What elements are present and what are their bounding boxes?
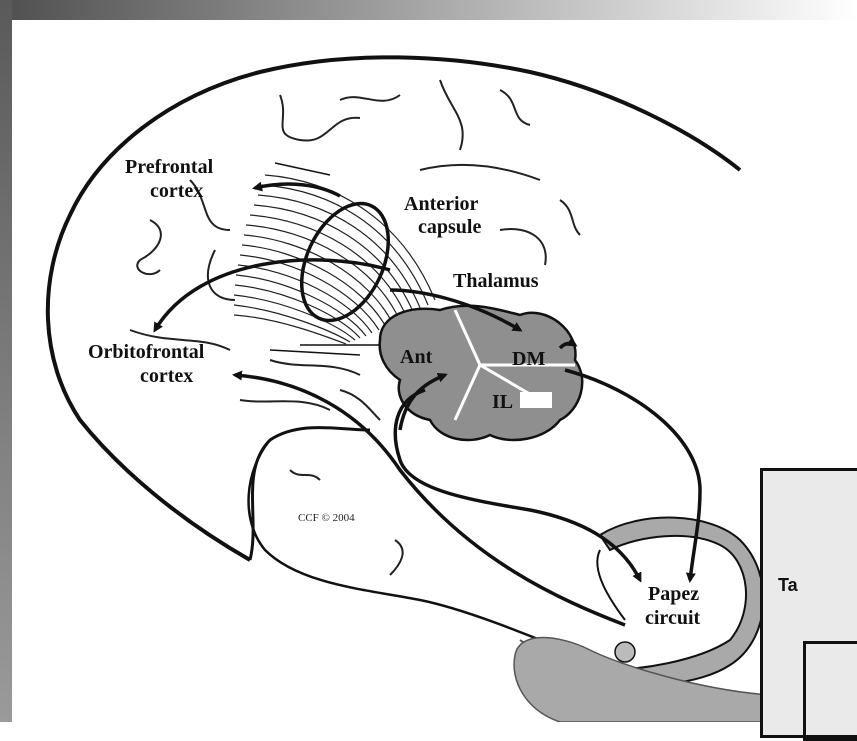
- overlay-panel: Ta: [760, 468, 857, 738]
- label-prefrontal-line2: cortex: [150, 180, 203, 202]
- brain-diagram: Prefrontal cortex Anterior capsule Thala…: [0, 0, 857, 722]
- papez-inner-band: [597, 550, 625, 620]
- label-orbitofrontal-line2: cortex: [140, 365, 193, 387]
- overlay-partial-text: Ta: [778, 575, 798, 596]
- copyright-notice: CCF © 2004: [298, 512, 355, 524]
- frame-left-bar: [0, 0, 12, 722]
- label-dm: DM: [512, 348, 545, 370]
- label-orbitofrontal-line1: Orbitofrontal: [88, 341, 205, 363]
- overlay-inner-box[interactable]: [803, 641, 857, 741]
- slide-frame: Prefrontal cortex Anterior capsule Thala…: [0, 0, 857, 722]
- label-il: IL: [492, 391, 513, 413]
- label-anterior-line1: Anterior: [404, 193, 479, 215]
- arrow-to-orbitofrontal: [155, 260, 390, 330]
- label-papez-line1: Papez: [648, 583, 699, 605]
- label-anterior-line2: capsule: [418, 216, 481, 238]
- label-thalamus: Thalamus: [453, 270, 539, 292]
- thalamus-shape: [380, 306, 583, 440]
- il-occlusion: [520, 392, 552, 408]
- label-papez-line2: circuit: [645, 607, 701, 629]
- label-ant: Ant: [400, 346, 433, 368]
- frame-top-bar: [0, 0, 857, 20]
- label-prefrontal-line1: Prefrontal: [125, 156, 214, 178]
- temporal-lobe-outline: [249, 440, 590, 660]
- brain-lower-outline: [250, 428, 370, 561]
- mammillary-body: [615, 642, 635, 662]
- arrow-dm-to-papez: [565, 370, 700, 580]
